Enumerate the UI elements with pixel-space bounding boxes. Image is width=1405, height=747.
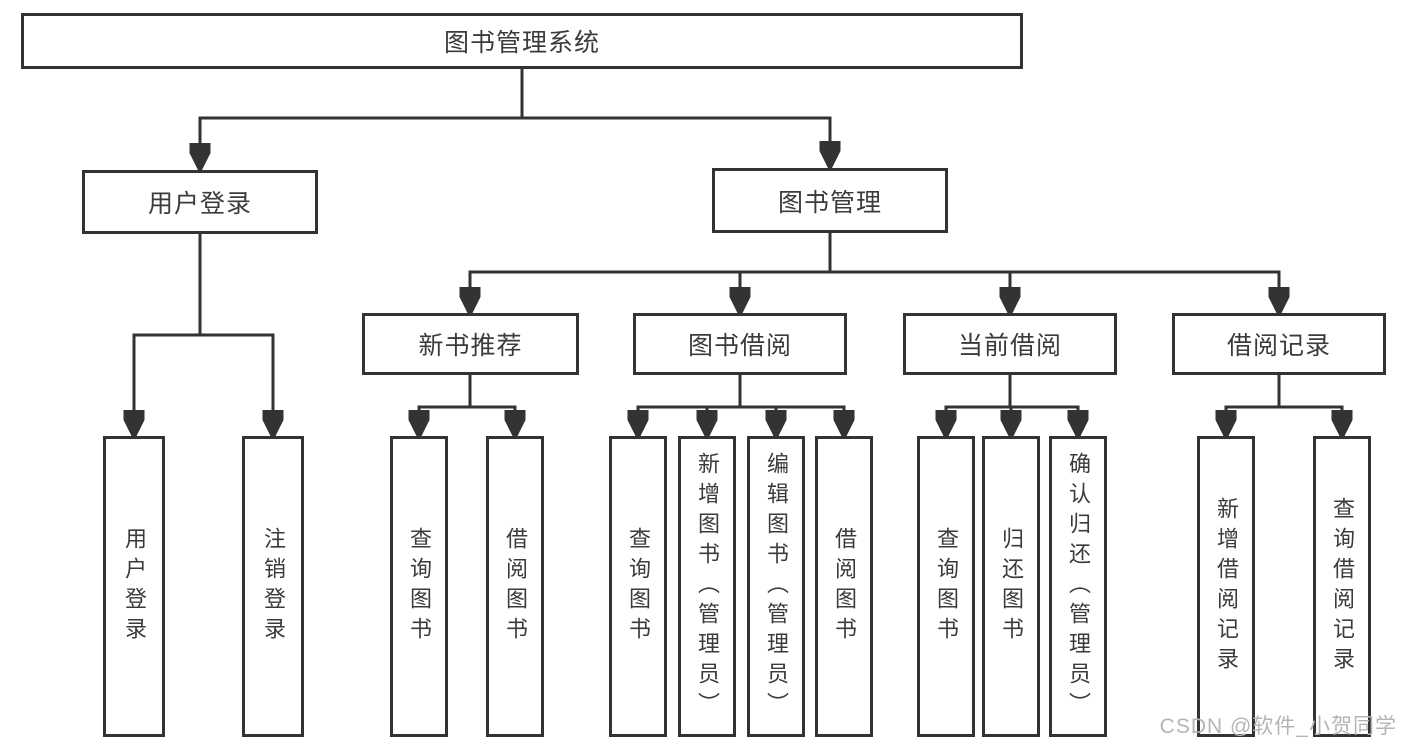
leaf-user-login: 用户登录 (103, 436, 165, 737)
leaf-newrec-borrow-books: 借阅图书 (486, 436, 544, 737)
leaf-borrowing-query-books: 查询图书 (609, 436, 667, 737)
node-user-login: 用户登录 (82, 170, 318, 234)
node-book-borrowing: 图书借阅 (633, 313, 847, 375)
node-current-borrowing: 当前借阅 (903, 313, 1117, 375)
leaf-records-add-borrow-record: 新增借阅记录 (1197, 436, 1255, 737)
node-library-management-system: 图书管理系统 (21, 13, 1023, 69)
leaf-current-return-books: 归还图书 (982, 436, 1040, 737)
leaf-logout-login: 注销登录 (242, 436, 304, 737)
node-book-management: 图书管理 (712, 168, 948, 233)
leaf-current-confirm-return-admin: 确认归还（管理员） (1049, 436, 1107, 737)
node-borrowing-records: 借阅记录 (1172, 313, 1386, 375)
leaf-current-query-books: 查询图书 (917, 436, 975, 737)
leaf-newrec-query-books: 查询图书 (390, 436, 448, 737)
leaf-borrowing-add-books-admin: 新增图书（管理员） (678, 436, 736, 737)
leaf-borrowing-borrow-books: 借阅图书 (815, 436, 873, 737)
csdn-watermark: CSDN @软件_小贺同学 (1159, 715, 1397, 738)
leaf-records-query-borrow-record: 查询借阅记录 (1313, 436, 1371, 737)
node-new-book-recommendation: 新书推荐 (362, 313, 579, 375)
leaf-borrowing-edit-books-admin: 编辑图书（管理员） (747, 436, 805, 737)
